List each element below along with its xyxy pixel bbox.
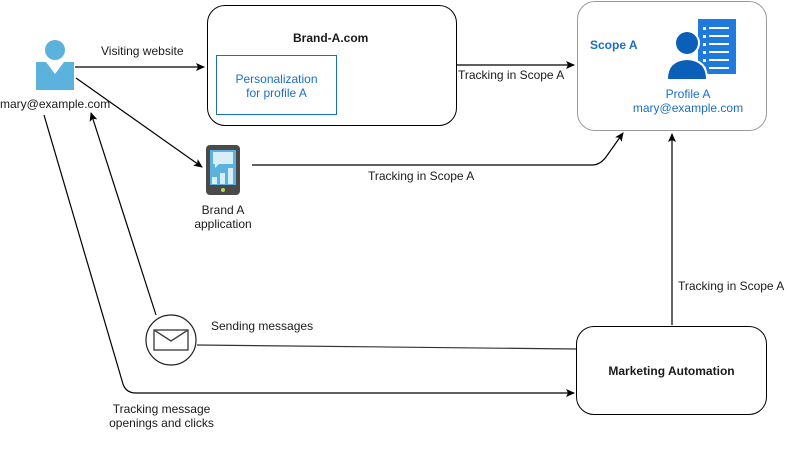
tracking-app-label: Tracking in Scope A [368,169,475,183]
tracking-site-label: Tracking in Scope A [458,68,565,82]
profile-label: Profile A mary@example.com [628,87,748,115]
sending-messages-label: Sending messages [211,319,314,333]
profile-list-icon [666,19,736,79]
personalization-line1: Personalization [235,72,318,86]
app-label: Brand A application [183,203,263,231]
tracking-openings-label: Tracking message openings and clicks [100,402,223,430]
edge-sending-messages [196,344,577,350]
edge-user-to-app [75,77,203,168]
brand-site-title: Brand-A.com [293,31,369,45]
tracking-openings-line2: openings and clicks [109,416,214,430]
profile-name: Profile A [665,87,711,101]
marketing-automation-title: Marketing Automation [608,364,735,378]
app-label-line1: Brand A [201,203,245,217]
tracking-openings-line1: Tracking message [112,402,211,416]
edge-app-tracking [252,132,624,166]
profile-email: mary@example.com [632,101,744,115]
edge-tracking-openings [43,114,575,397]
marketing-automation-box [576,326,767,415]
scope-title: Scope A [590,38,638,52]
user-icon [36,40,74,90]
personalization-label: Personalization for profile A [216,72,337,100]
visiting-website-label: Visiting website [101,44,184,58]
app-label-line2: application [194,217,252,231]
envelope-icon [145,314,197,366]
user-email-label: mary@example.com [0,97,111,111]
mobile-app-icon [206,145,240,195]
personalization-line2: for profile A [246,86,307,100]
tracking-ma-label: Tracking in Scope A [678,279,785,293]
personalization-box [216,55,337,115]
edge-message-to-user [89,112,157,316]
